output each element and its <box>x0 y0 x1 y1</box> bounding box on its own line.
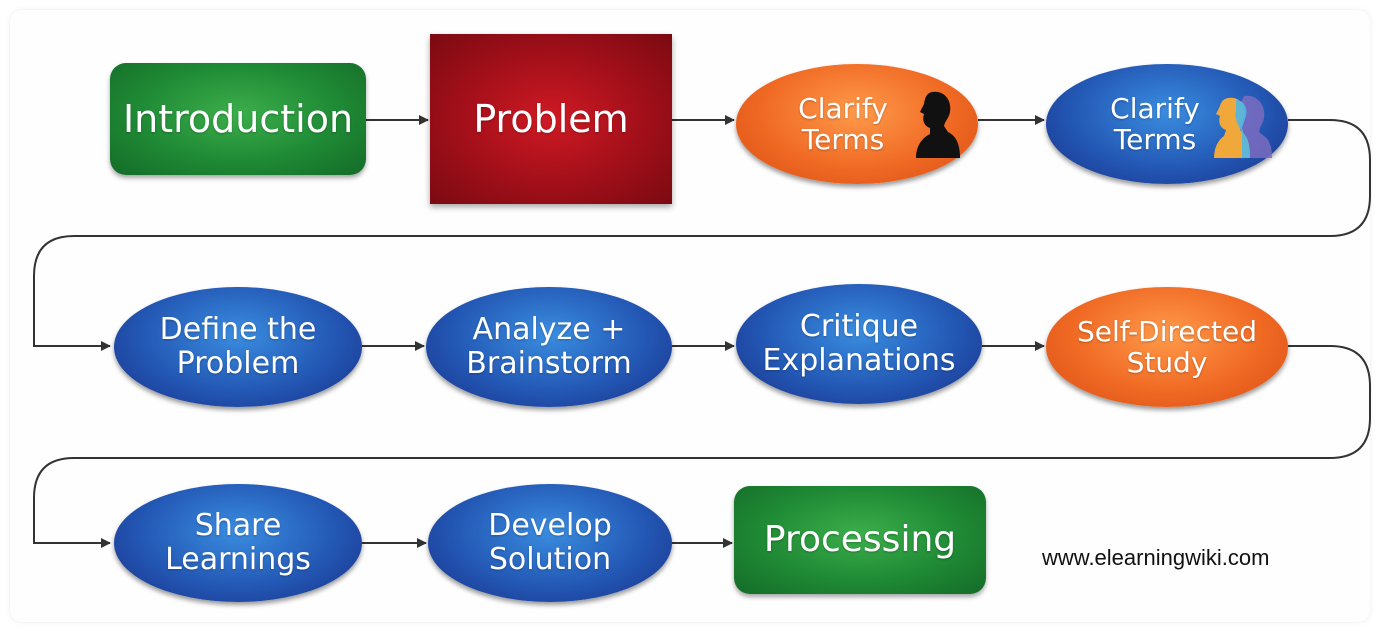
source-url[interactable]: www.elearningwiki.com <box>1042 545 1270 570</box>
problem-label: Problem <box>473 96 629 141</box>
define-problem-label: Define the Problem <box>159 312 317 381</box>
share-learnings-node: Share Learnings <box>114 484 362 602</box>
problem-node: Problem <box>430 34 672 204</box>
critique-explanations-node: Critique Explanations <box>736 284 982 404</box>
self-directed-study-label: Self-Directed Study <box>1076 314 1258 379</box>
analyze-brainstorm-label: Analyze + Brainstorm <box>466 312 632 381</box>
clarify-terms-node-2: Clarify Terms <box>1046 64 1288 184</box>
person-silhouette-icon <box>916 91 960 158</box>
processing-label: Processing <box>763 518 957 560</box>
clarify-terms-node-1: Clarify Terms <box>736 64 978 184</box>
introduction-node: Introduction <box>110 63 366 175</box>
define-problem-node: Define the Problem <box>114 287 362 407</box>
analyze-brainstorm-node: Analyze + Brainstorm <box>426 287 672 407</box>
clarify-terms-label-2: Clarify Terms <box>1110 91 1200 156</box>
processing-node: Processing <box>734 486 986 594</box>
develop-solution-node: Develop Solution <box>428 484 672 602</box>
clarify-terms-label-1: Clarify Terms <box>798 91 888 156</box>
critique-explanations-label: Critique Explanations <box>762 309 956 378</box>
self-directed-study-node: Self-Directed Study <box>1046 287 1288 407</box>
connector-row2-to-row3 <box>33 345 1371 548</box>
develop-solution-label: Develop Solution <box>488 508 612 577</box>
two-person-silhouette-icon <box>1214 95 1272 158</box>
introduction-label: Introduction <box>122 96 354 141</box>
share-learnings-label: Share Learnings <box>165 508 311 577</box>
connector-row1-to-row2 <box>33 119 1371 351</box>
